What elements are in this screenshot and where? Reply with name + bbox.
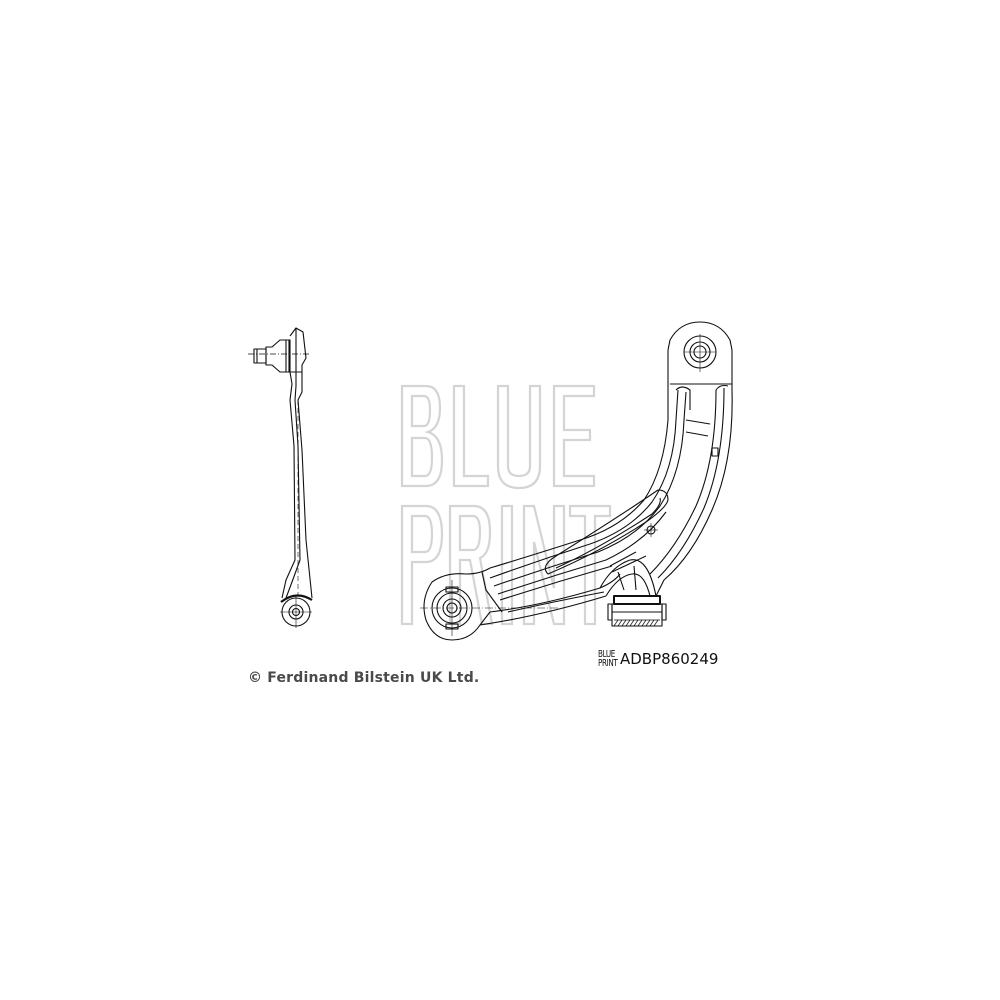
logo-line-1: BLUE bbox=[598, 649, 615, 660]
brand-part-label: BLUE PRINT ADBP860249 bbox=[598, 649, 719, 669]
part-number: ADBP860249 bbox=[620, 650, 719, 668]
logo-line-2: PRINT bbox=[598, 658, 618, 669]
blueprint-watermark bbox=[400, 384, 612, 626]
blueprint-logo: BLUE PRINT bbox=[598, 649, 618, 669]
side-view bbox=[248, 327, 313, 628]
copyright-notice: © Ferdinand Bilstein UK Ltd. bbox=[248, 670, 480, 686]
top-view bbox=[420, 321, 733, 641]
